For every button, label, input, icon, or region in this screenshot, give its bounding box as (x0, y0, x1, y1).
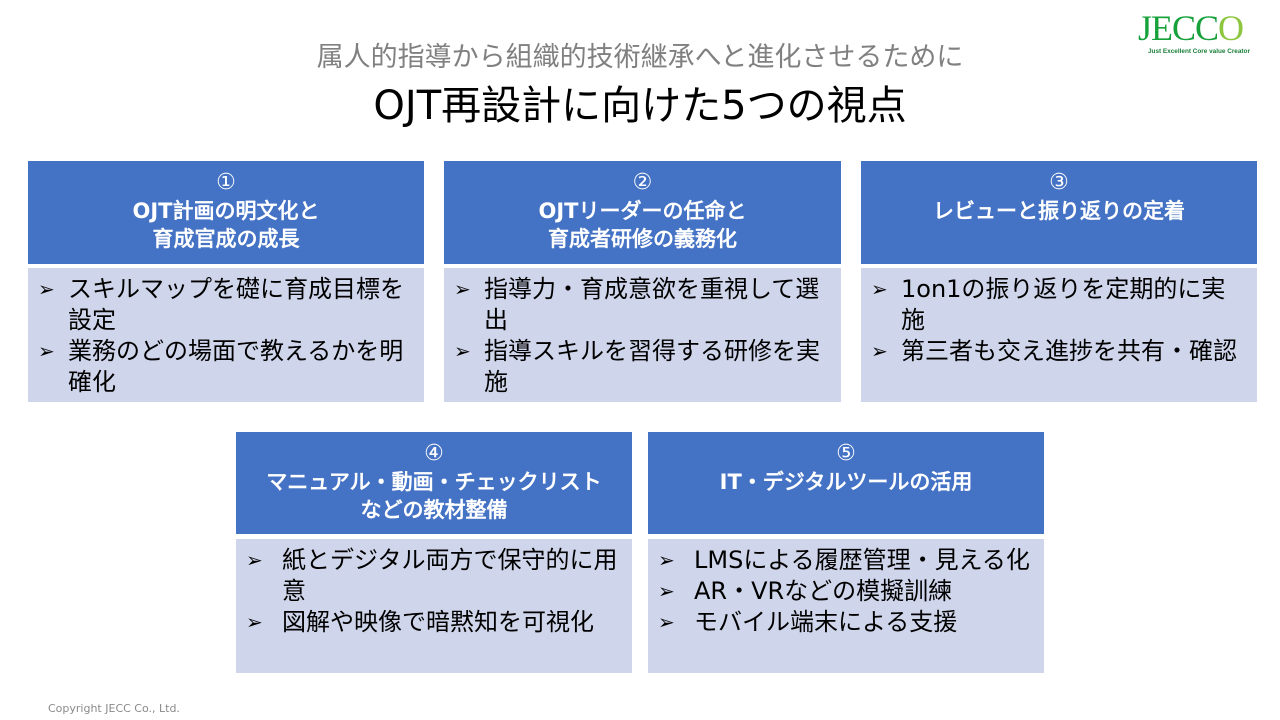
list-item: ➢業務のどの場面で教えるかを明確化 (38, 337, 404, 396)
arrowhead-bullet-icon: ➢ (246, 548, 263, 572)
arrowhead-bullet-icon: ➢ (246, 610, 263, 634)
arrowhead-bullet-icon: ➢ (658, 610, 675, 634)
card-title-line: IT・デジタルツールの活用 (719, 470, 973, 494)
arrowhead-bullet-icon: ➢ (454, 339, 471, 363)
card-number: ④ (424, 441, 444, 466)
list-item: ➢AR・VRなどの模擬訓練 (658, 577, 953, 605)
arrowhead-bullet-icon: ➢ (38, 339, 55, 363)
arrowhead-bullet-icon: ➢ (871, 277, 888, 301)
card-header: ⑤ IT・デジタルツールの活用 (648, 432, 1044, 534)
list-item: ➢第三者も交え進捗を共有・確認 (871, 337, 1237, 365)
viewpoint-card-1: ① OJT計画の明文化と 育成官成の成長 ➢スキルマップを礎に育成目標を設定 ➢… (28, 161, 424, 402)
card-header: ③ レビューと振り返りの定着 (861, 161, 1257, 264)
card-title-line: OJTリーダーの任命と (538, 199, 747, 223)
arrowhead-bullet-icon: ➢ (871, 339, 888, 363)
card-body: ➢スキルマップを礎に育成目標を設定 ➢業務のどの場面で教えるかを明確化 (28, 268, 424, 402)
card-title-line: 育成官成の成長 (152, 227, 300, 251)
card-title-line: レビューと振り返りの定着 (933, 199, 1185, 223)
card-number: ⑤ (836, 441, 856, 466)
page-title: OJT再設計に向けた5つの視点 (373, 83, 907, 129)
card-title-line: などの教材整備 (360, 498, 508, 522)
jecco-logo: JECCO Just Excellent Core value Creator (1138, 8, 1272, 58)
logo-tagline: Just Excellent Core value Creator (1148, 48, 1250, 55)
card-body: ➢LMSによる履歴管理・見える化 ➢AR・VRなどの模擬訓練 ➢モバイル端末によ… (648, 539, 1044, 673)
arrowhead-bullet-icon: ➢ (658, 548, 675, 572)
card-body: ➢指導力・育成意欲を重視して選出 ➢指導スキルを習得する研修を実施 (444, 268, 841, 402)
arrowhead-bullet-icon: ➢ (38, 277, 55, 301)
list-item: ➢図解や映像で暗黙知を可視化 (246, 608, 594, 636)
card-header: ④ マニュアル・動画・チェックリスト などの教材整備 (236, 432, 632, 534)
card-title-line: OJT計画の明文化と (132, 199, 320, 223)
list-item: ➢指導スキルを習得する研修を実施 (454, 337, 820, 396)
card-body: ➢1on1の振り返りを定期的に実施 ➢第三者も交え進捗を共有・確認 (861, 268, 1257, 402)
list-item: ➢1on1の振り返りを定期的に実施 (871, 275, 1226, 334)
list-item: ➢モバイル端末による支援 (658, 608, 958, 636)
card-body: ➢紙とデジタル両方で保守的に用意 ➢図解や映像で暗黙知を可視化 (236, 539, 632, 673)
card-number: ③ (1049, 170, 1069, 195)
logo-wordmark: JECCO (1138, 8, 1244, 48)
viewpoint-card-3: ③ レビューと振り返りの定着 ➢1on1の振り返りを定期的に実施 ➢第三者も交え… (861, 161, 1257, 402)
viewpoint-card-2: ② OJTリーダーの任命と 育成者研修の義務化 ➢指導力・育成意欲を重視して選出… (444, 161, 841, 402)
list-item: ➢LMSによる履歴管理・見える化 (658, 546, 1030, 574)
page-subtitle: 属人的指導から組織的技術継承へと進化させるために (316, 42, 964, 73)
arrowhead-bullet-icon: ➢ (658, 579, 675, 603)
list-item: ➢スキルマップを礎に育成目標を設定 (38, 275, 404, 334)
card-number: ① (216, 170, 236, 195)
card-number: ② (632, 170, 653, 195)
list-item: ➢指導力・育成意欲を重視して選出 (454, 275, 820, 334)
viewpoint-card-5: ⑤ IT・デジタルツールの活用 ➢LMSによる履歴管理・見える化 ➢AR・VRな… (648, 432, 1044, 673)
card-header: ① OJT計画の明文化と 育成官成の成長 (28, 161, 424, 264)
viewpoint-card-4: ④ マニュアル・動画・チェックリスト などの教材整備 ➢紙とデジタル両方で保守的… (236, 432, 632, 673)
card-header: ② OJTリーダーの任命と 育成者研修の義務化 (444, 161, 841, 264)
card-title-line: 育成者研修の義務化 (548, 227, 737, 251)
copyright-text: Copyright JECC Co., Ltd. (48, 702, 180, 715)
arrowhead-bullet-icon: ➢ (454, 277, 471, 301)
card-title-line: マニュアル・動画・チェックリスト (266, 470, 602, 494)
list-item: ➢紙とデジタル両方で保守的に用意 (246, 546, 618, 605)
